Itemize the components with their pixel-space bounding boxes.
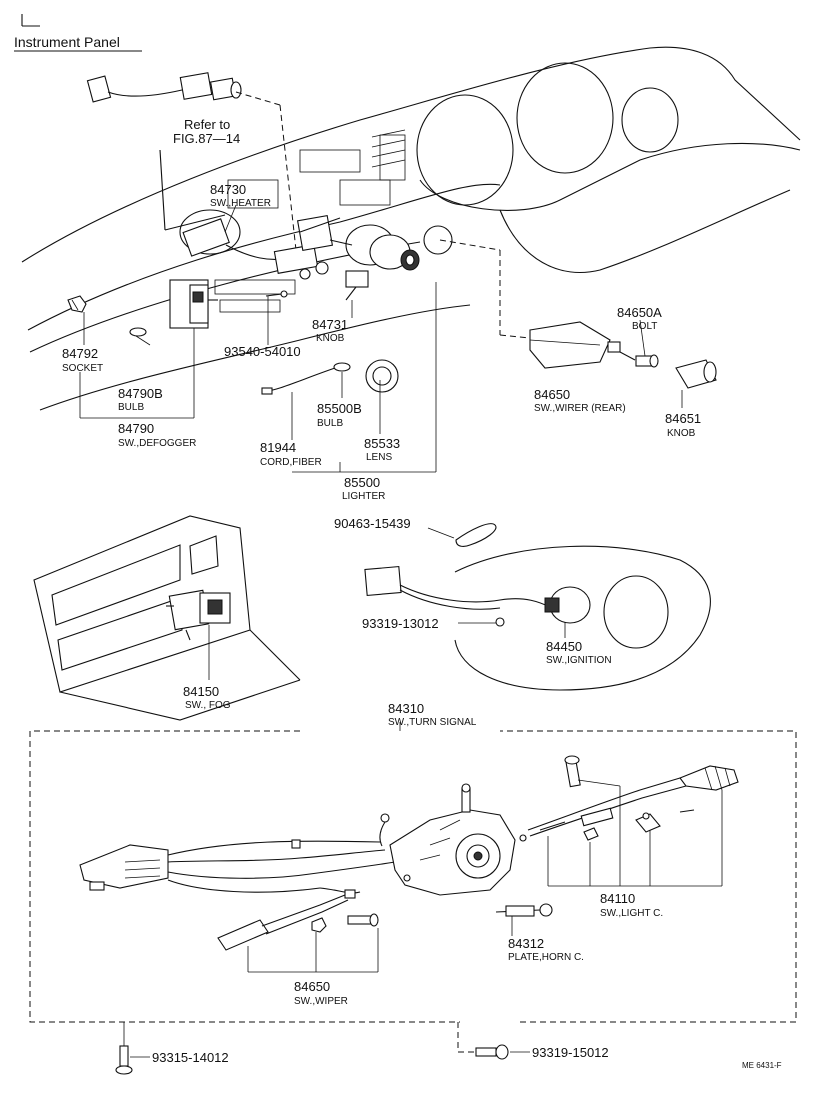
reference-line-2: FIG.87—14 [173,131,240,146]
horn-plate-part [495,903,553,917]
ignition-switch-part [364,545,711,691]
turn-signal-dashed-box [29,730,797,1023]
defogger-bulb-part [129,327,147,337]
heater-knob [345,270,369,301]
lighter-bulb-part [333,362,351,372]
reference-line-1: Refer to [184,117,230,132]
heater-knob-number: 84731 [312,317,348,332]
ignition-number: 84450 [546,639,582,654]
lighter-lens-number: 85533 [364,436,400,451]
footer-code: ME 6431-F [742,1061,782,1070]
wiper-screw-part [347,913,379,927]
fiber-cord-number: 81944 [260,440,296,455]
turn-signal-name: SW.,TURN SIGNAL [388,717,477,728]
lighter-number: 85500 [344,475,380,490]
horn-plate-name: PLATE,HORN C. [508,952,584,963]
rear-wiper-knob-part [675,359,717,389]
horn-plate-number: 84312 [508,936,544,951]
socket-part [67,295,87,313]
screw-93319-b-number: 93319-15012 [532,1045,609,1060]
wiper-rear-bolt-name: BOLT [632,321,657,332]
socket-number: 84792 [62,346,98,361]
wiper-rear-bolt-number: 84650A [617,305,662,320]
fiber-cord-name: CORD,FIBER [260,457,322,468]
fog-panel [33,515,301,721]
heater-knob-name: KNOB [316,333,345,344]
defogger-switch-number: 84790 [118,421,154,436]
screw-93315-part [115,1022,150,1075]
screw-93540-part [265,290,288,298]
wiper-rear-knob-name: KNOB [667,428,696,439]
screw-93319-b-part [475,1044,530,1060]
fog-switch-number: 84150 [183,684,219,699]
lighter-bulb-name: BULB [317,418,343,429]
fog-switch-part [166,589,231,641]
wiper-rear-name: SW.,WIRER (REAR) [534,403,626,414]
light-control-stalk-part [519,755,739,842]
screw-93540-number: 93540-54010 [224,344,301,359]
turn-signal-switch-part [79,783,516,951]
light-control-number: 84110 [600,891,635,906]
wiper-switch-name: SW.,WIPER [294,996,348,1007]
lighter-lens-name: LENS [366,452,392,463]
clip-90463-part [427,523,497,547]
fiber-cord-part [261,367,336,395]
lighter-bulb-number: 85500B [317,401,362,416]
screw-93315-number: 93315-14012 [152,1050,229,1065]
heater-switch-name: SW.,HEATER [210,198,271,209]
wiper-rear-knob-number: 84651 [665,411,701,426]
socket-name: SOCKET [62,363,103,374]
heater-switch [182,214,341,280]
screw-93319-a-number: 93319-13012 [362,616,439,631]
defogger-bulb-number: 84790B [118,386,163,401]
rear-wiper-switch-part [439,239,717,389]
heater-switch-number: 84730 [210,182,246,197]
lighter-name: LIGHTER [342,491,385,502]
wiper-switch-number: 84650 [294,979,330,994]
wiper-rear-number: 84650 [534,387,570,402]
rear-wiper-bolt-part [635,354,659,368]
light-control-name: SW.,LIGHT C. [600,908,663,919]
heater-harness [86,72,297,251]
leader-lines-upper [79,204,683,473]
defogger-bulb-name: BULB [118,402,144,413]
defogger-switch-name: SW.,DEFOGGER [118,438,196,449]
wiper-stalk-part [217,889,356,951]
fog-switch-name: SW., FOG [185,700,231,711]
turn-signal-number: 84310 [388,701,424,716]
defogger-switch-part [169,279,218,329]
lighter-assembly [329,224,420,271]
reference-note: Refer to FIG.87—14 [173,117,240,146]
section-title: Instrument Panel [14,34,120,50]
clip-90463-number: 90463-15439 [334,516,411,531]
dashboard-outline [21,46,801,411]
lighter-lens-part [365,359,399,393]
leader-lines-lower [247,779,723,1053]
ignition-name: SW.,IGNITION [546,655,612,666]
nut-part [311,917,327,933]
